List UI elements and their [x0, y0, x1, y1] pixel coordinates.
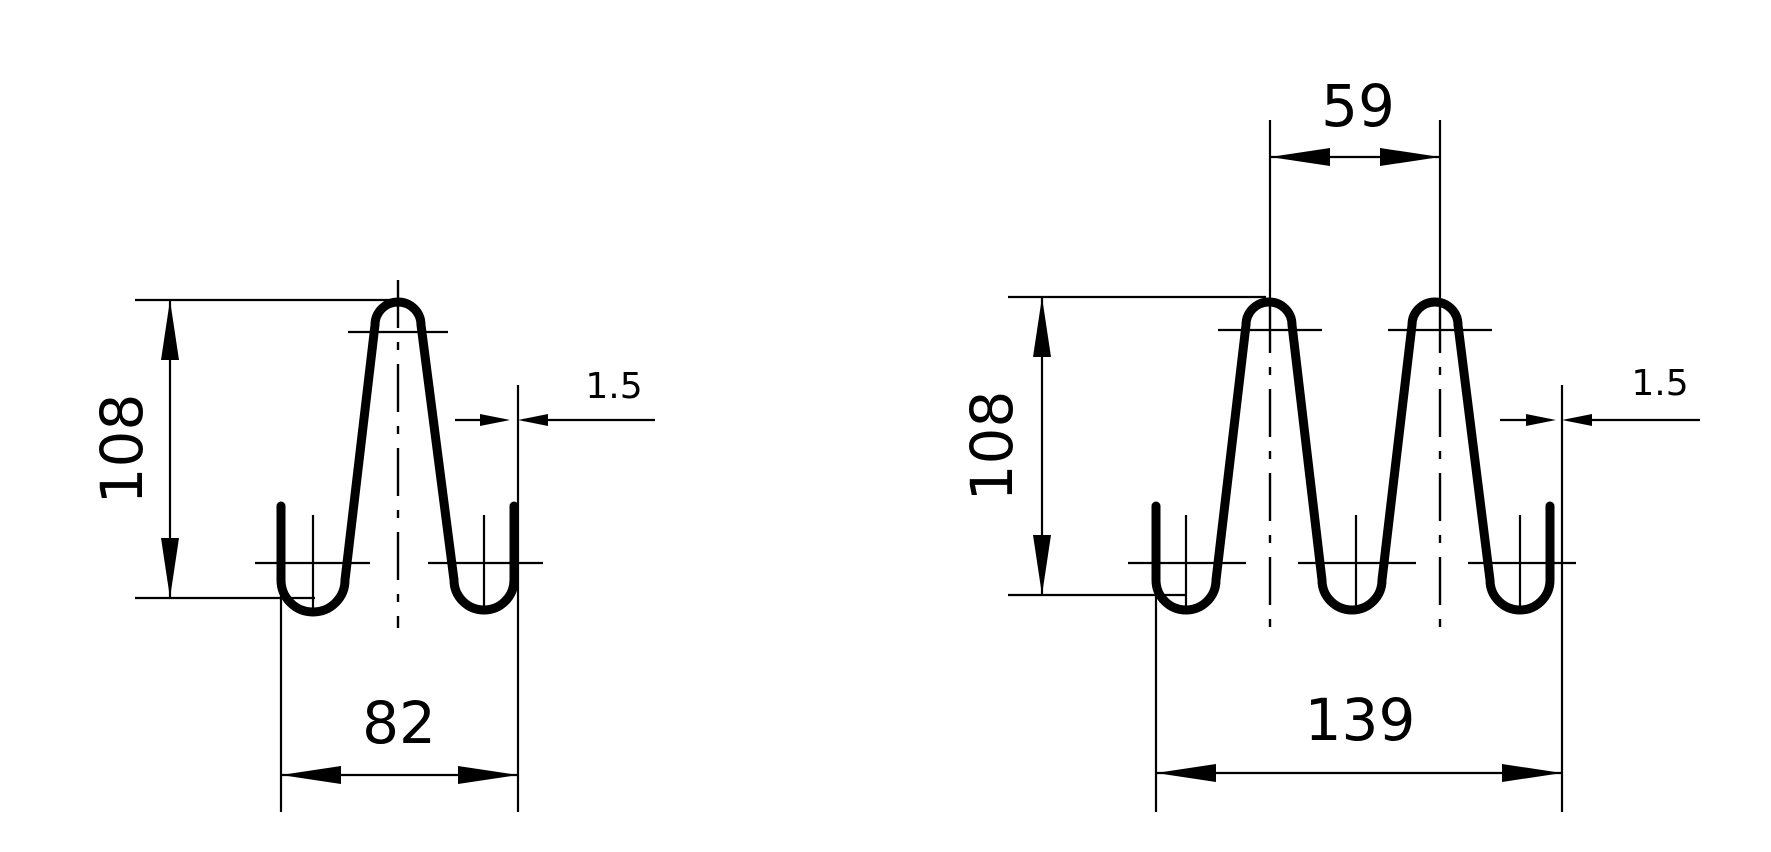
- right-height-arrow-top: [1033, 297, 1051, 357]
- left-spring-wire: [276, 297, 519, 617]
- left-wire-arrow-right: [518, 414, 548, 426]
- left-spring-view: 108 82 1.5: [88, 280, 655, 812]
- left-width-arrow-right: [458, 766, 518, 784]
- left-height-arrow-bottom: [161, 538, 179, 598]
- right-spring-view: 108 59 139 1.5: [958, 72, 1700, 812]
- right-height-label: 108: [958, 391, 1026, 502]
- right-width-arrow-left: [1156, 764, 1216, 782]
- right-pitch-arrow-right: [1380, 148, 1440, 166]
- right-pitch-label: 59: [1321, 72, 1395, 140]
- right-wire-arrow-right: [1562, 414, 1592, 426]
- left-wire-label: 1.5: [585, 366, 642, 407]
- right-width-label: 139: [1305, 686, 1416, 754]
- left-height-arrow-top: [161, 300, 179, 360]
- left-width-arrow-left: [281, 766, 341, 784]
- right-pitch-arrow-left: [1270, 148, 1330, 166]
- left-height-label: 108: [88, 394, 156, 505]
- right-wire-arrow-left: [1526, 414, 1556, 426]
- right-width-arrow-right: [1502, 764, 1562, 782]
- right-wire-label: 1.5: [1631, 363, 1688, 404]
- right-height-arrow-bottom: [1033, 535, 1051, 595]
- right-spring-wire: [1151, 297, 1555, 615]
- left-width-label: 82: [362, 689, 436, 757]
- left-wire-arrow-left: [480, 414, 510, 426]
